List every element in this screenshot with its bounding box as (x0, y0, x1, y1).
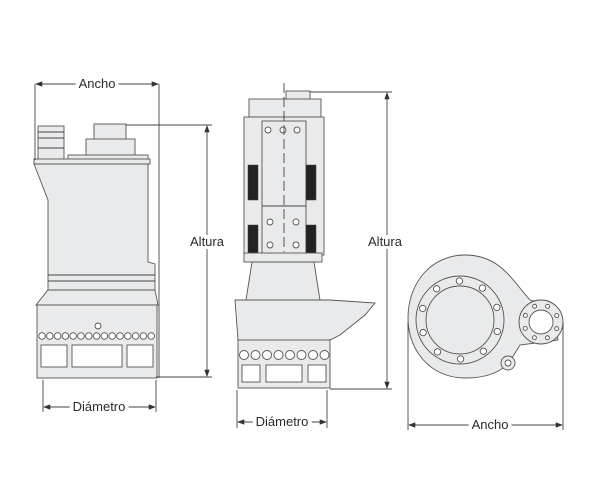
bolt-hole (531, 335, 537, 341)
right-width-label: Ancho (468, 418, 512, 432)
right-pump-top-view (407, 254, 564, 379)
vent-hole (116, 332, 124, 340)
vent-hole (61, 332, 70, 340)
vent-hole (147, 332, 155, 340)
left-width-label: Ancho (75, 77, 119, 91)
bolt-hole (433, 348, 442, 356)
middle-height-label: Altura (365, 235, 405, 249)
vent-hole (308, 350, 318, 360)
left-dimension-lines (34, 81, 212, 412)
bolt-hole (493, 327, 501, 336)
vent-hole (69, 332, 77, 340)
vent-hole (319, 350, 330, 360)
bolt-hole (554, 326, 560, 332)
bolt-hole (479, 347, 488, 355)
vent-hole (100, 332, 109, 340)
vent-hole (273, 350, 284, 360)
middle-pump-front-view (234, 83, 376, 389)
bolt-hole (419, 304, 427, 313)
vent-hole (296, 350, 307, 360)
vent-hole (53, 332, 62, 340)
vent-hole (285, 350, 295, 360)
vent-hole (38, 332, 46, 340)
left-pump-side-view (33, 123, 159, 379)
bolt-hole (532, 303, 538, 309)
bolt-hole (544, 335, 550, 341)
bolt-hole (493, 303, 501, 312)
vent-hole (108, 332, 116, 340)
vent-hole (92, 332, 101, 340)
left-diameter-label: Diámetro (69, 400, 129, 414)
bolt-hole (522, 312, 528, 318)
bolt-hole (455, 277, 464, 285)
bolt-hole (432, 285, 441, 293)
vent-hole (85, 332, 93, 340)
vent-hole (139, 332, 148, 340)
vent-hole (250, 350, 261, 360)
vent-hole (262, 350, 272, 360)
bolt-hole (545, 303, 551, 309)
vent-hole (124, 332, 132, 340)
bolt-hole (478, 284, 487, 292)
bolt-hole (419, 328, 427, 337)
bolt-hole (522, 325, 528, 331)
middle-diameter-label: Diámetro (252, 415, 312, 429)
vent-hole (77, 332, 85, 340)
vent-hole (46, 332, 54, 340)
bolt-hole (456, 355, 465, 363)
vent-hole (131, 332, 140, 340)
vent-hole (239, 350, 249, 360)
left-height-label: Altura (187, 235, 227, 249)
bolt-hole (554, 313, 560, 319)
